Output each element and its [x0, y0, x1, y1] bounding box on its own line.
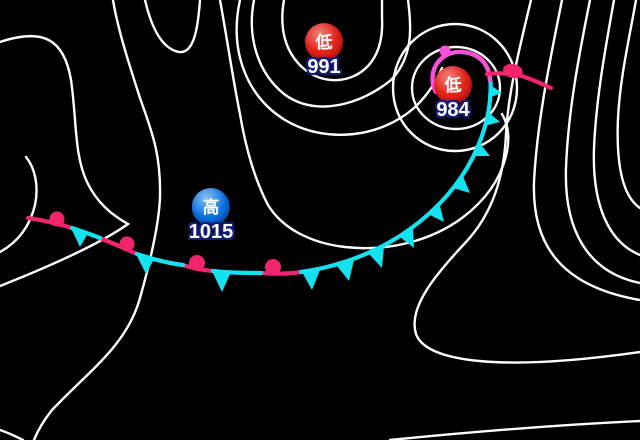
high-symbol-text: 高 — [202, 197, 220, 217]
isobar-line — [413, 0, 640, 364]
isobar-line — [32, 0, 162, 440]
cold-front-triangle — [472, 141, 490, 156]
isobar-line — [0, 34, 131, 288]
warm-front-semicircle — [189, 255, 205, 271]
cold-front-triangle — [71, 228, 88, 247]
cold-front-triangle — [484, 111, 500, 126]
pressure-value: 991 — [307, 56, 341, 78]
isobar-ring-inner — [410, 45, 502, 131]
high-symbol-badge: 高 — [192, 188, 230, 226]
occluded-front-line — [430, 49, 493, 95]
pressure-marker-high-1015: 高 1015 — [188, 188, 234, 244]
pressure-marker-low-984: 低 984 — [434, 66, 472, 122]
occluded-front-semicircle — [439, 45, 451, 57]
cold-front-triangle — [136, 254, 154, 274]
low-symbol-badge: 低 — [434, 66, 472, 104]
warm-front-semicircle — [119, 236, 135, 252]
low-symbol-text: 低 — [444, 75, 462, 95]
low-symbol-text: 低 — [315, 32, 333, 52]
cold-front-triangle — [488, 84, 502, 98]
cold-front-triangle — [428, 202, 444, 222]
isobar-line — [250, 0, 412, 108]
pressure-marker-low-991: 低 991 — [305, 23, 343, 79]
isobar-line — [218, 0, 510, 250]
isobar-line — [235, 0, 444, 136]
isobar-ring-outer — [391, 22, 519, 153]
warm-front-semicircle — [265, 259, 281, 275]
cold-front-triangle — [369, 246, 384, 268]
cold-front-triangle — [453, 174, 470, 193]
isobar-line — [143, 0, 202, 54]
low-symbol-badge: 低 — [305, 23, 343, 61]
isobar-line — [388, 419, 640, 440]
occluded-front — [430, 45, 493, 95]
cold-front-triangle — [212, 271, 231, 292]
isobar-line — [532, 0, 640, 302]
cold-front-triangle — [337, 260, 354, 281]
warm-front-semicircle — [503, 63, 523, 79]
stationary-front-warm-segment — [25, 215, 304, 276]
isobar-line — [0, 428, 25, 440]
isobar-line — [592, 0, 640, 257]
stationary-front — [25, 211, 304, 292]
warm-front — [484, 63, 554, 91]
cold-front-triangle — [400, 227, 414, 248]
isobar-line — [281, 0, 384, 82]
isobar-line — [564, 0, 640, 285]
pressure-value: 1015 — [188, 221, 234, 243]
cold-front — [298, 75, 502, 290]
isobar-line — [616, 0, 640, 210]
pressure-value: 984 — [436, 99, 470, 121]
warm-front-semicircle — [49, 211, 65, 227]
isobar-line — [0, 155, 38, 254]
cold-front-triangle — [302, 270, 320, 290]
